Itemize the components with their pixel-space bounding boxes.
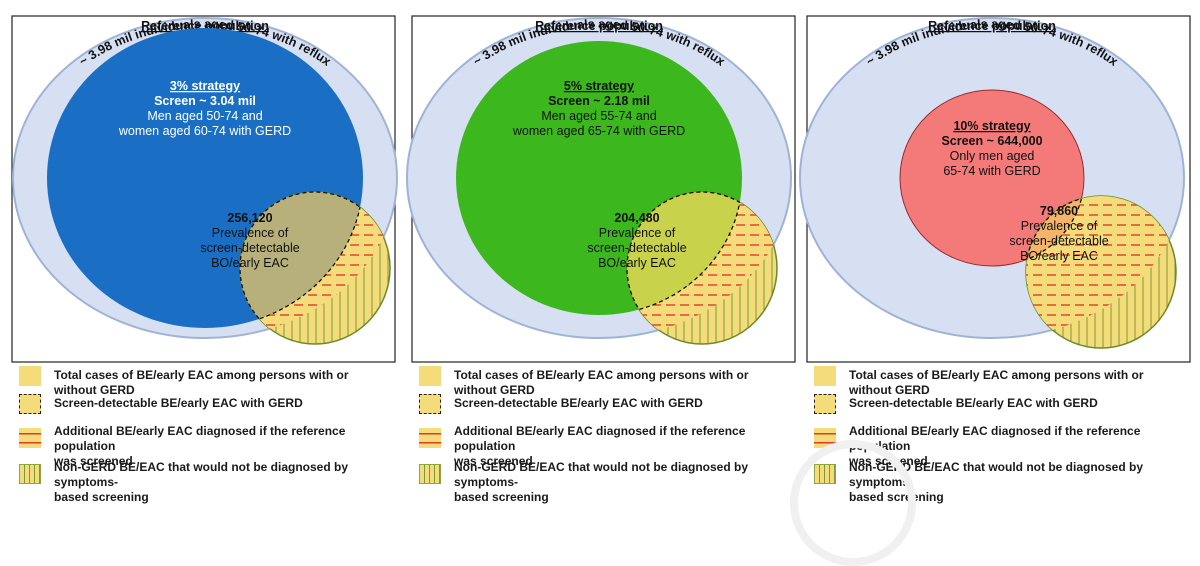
legend-total-cases: Total cases of BE/early EAC among person…	[795, 366, 1195, 398]
legend-label: Additional BE/early EAC diagnosed if the…	[54, 424, 394, 469]
reference-population-title: Reference population	[141, 19, 269, 33]
strategy-description-line-1: Only men aged	[950, 149, 1035, 163]
strategy-description-line-2: 65-74 with GERD	[943, 164, 1040, 178]
legend-non-gerd: Non-GERD BE/EAC that would not be diagno…	[795, 458, 1195, 504]
legend-additional-cases: Additional BE/early EAC diagnosed if the…	[0, 422, 400, 468]
prevalence-count: 79,860	[1040, 204, 1078, 218]
strategy-description-line-2: women aged 60-74 with GERD	[118, 124, 291, 138]
legend-label-line: Screen-detectable BE/early EAC with GERD	[454, 396, 703, 410]
strategy-description-line-1: Men aged 55-74 and	[541, 109, 656, 123]
legend-non-gerd: Non-GERD BE/EAC that would not be diagno…	[400, 458, 800, 504]
legend-label: Screen-detectable BE/early EAC with GERD	[54, 396, 394, 411]
legend-label: Additional BE/early EAC diagnosed if the…	[454, 424, 794, 469]
prevalence-label-line-1: Prevalence of	[212, 226, 289, 240]
legend-swatch	[814, 428, 836, 448]
legend-label: Non-GERD BE/EAC that would not be diagno…	[454, 460, 794, 505]
legend-swatch	[419, 366, 441, 386]
prevalence-label-line-3: BO/early EAC	[211, 256, 289, 270]
strategy-description-line-1: Men aged 50-74 and	[147, 109, 262, 123]
legend-label-line: was screened	[454, 454, 533, 468]
legend-label-line: was screened	[54, 454, 133, 468]
prevalence-label-line-1: Prevalence of	[1021, 219, 1098, 233]
legend-label-line: Additional BE/early EAC diagnosed if the…	[54, 424, 346, 453]
strategy-circle	[899, 89, 1085, 267]
legend-non-gerd: Non-GERD BE/EAC that would not be diagno…	[0, 458, 400, 504]
legend-label-line: Total cases of BE/early EAC among person…	[454, 368, 749, 397]
legend-swatch	[419, 428, 441, 448]
legend-swatch	[419, 394, 441, 414]
strategy-title: 5% strategy	[564, 79, 634, 93]
screen-count: Screen ~ 3.04 mil	[154, 94, 256, 108]
prevalence-count: 204,480	[614, 211, 659, 225]
legend-swatch	[419, 464, 441, 484]
prevalence-label-line-2: screen-detectable	[1009, 234, 1108, 248]
legend-label-line: Total cases of BE/early EAC among person…	[54, 368, 349, 397]
legend-screen-detectable: Screen-detectable BE/early EAC with GERD	[0, 394, 400, 424]
venn-panel-3: Reference population~ 3.98 mil individua…	[795, 0, 1195, 506]
venn-diagram: Reference population~ 3.98 mil individua…	[799, 15, 1191, 363]
legend-label: Total cases of BE/early EAC among person…	[849, 368, 1189, 398]
legend-label-line: Total cases of BE/early EAC among person…	[849, 368, 1144, 397]
legend-total-cases: Total cases of BE/early EAC among person…	[0, 366, 400, 398]
legend: Total cases of BE/early EAC among person…	[0, 366, 400, 504]
prevalence-label-line-1: Prevalence of	[599, 226, 676, 240]
legend-label: Total cases of BE/early EAC among person…	[454, 368, 794, 398]
legend-total-cases: Total cases of BE/early EAC among person…	[400, 366, 800, 398]
screen-count: Screen ~ 2.18 mil	[548, 94, 650, 108]
reference-population-title: Reference population	[535, 19, 663, 33]
strategy-title: 3% strategy	[170, 79, 240, 93]
legend-additional-cases: Additional BE/early EAC diagnosed if the…	[400, 422, 800, 468]
prevalence-label-line-2: screen-detectable	[587, 241, 686, 255]
legend-swatch	[19, 464, 41, 484]
legend-swatch	[19, 366, 41, 386]
legend-label-line: Additional BE/early EAC diagnosed if the…	[454, 424, 746, 453]
legend-label: Non-GERD BE/EAC that would not be diagno…	[849, 460, 1189, 505]
legend-screen-detectable: Screen-detectable BE/early EAC with GERD	[795, 394, 1195, 424]
legend: Total cases of BE/early EAC among person…	[795, 366, 1195, 504]
legend-label-line: based screening	[454, 490, 549, 504]
strategy-description-line-2: women aged 65-74 with GERD	[512, 124, 685, 138]
prevalence-label-line-3: BO/early EAC	[1020, 249, 1098, 263]
venn-panel-2: Reference population~ 3.98 mil individua…	[400, 0, 800, 506]
prevalence-label-line-2: screen-detectable	[200, 241, 299, 255]
strategy-title: 10% strategy	[953, 119, 1030, 133]
legend-screen-detectable: Screen-detectable BE/early EAC with GERD	[400, 394, 800, 424]
legend-label-line: Screen-detectable BE/early EAC with GERD	[54, 396, 303, 410]
legend-label-line: Screen-detectable BE/early EAC with GERD	[849, 396, 1098, 410]
legend-additional-cases: Additional BE/early EAC diagnosed if the…	[795, 422, 1195, 468]
screen-count: Screen ~ 644,000	[941, 134, 1042, 148]
legend: Total cases of BE/early EAC among person…	[400, 366, 800, 504]
legend-label-line: Non-GERD BE/EAC that would not be diagno…	[849, 460, 1143, 489]
legend-label: Screen-detectable BE/early EAC with GERD	[849, 396, 1189, 411]
legend-label: Screen-detectable BE/early EAC with GERD	[454, 396, 794, 411]
prevalence-count: 256,120	[227, 211, 272, 225]
legend-label-line: based screening	[849, 490, 944, 504]
legend-swatch	[19, 394, 41, 414]
legend-label-line: Non-GERD BE/EAC that would not be diagno…	[54, 460, 348, 489]
legend-label-line: Additional BE/early EAC diagnosed if the…	[849, 424, 1141, 453]
legend-label: Non-GERD BE/EAC that would not be diagno…	[54, 460, 394, 505]
prevalence-label-line-3: BO/early EAC	[598, 256, 676, 270]
venn-diagram: Reference population~ 3.98 mil individua…	[406, 15, 796, 363]
reference-population-title: Reference population	[928, 19, 1056, 33]
venn-diagram: Reference population~ 3.98 mil individua…	[11, 15, 398, 363]
legend-label-line: based screening	[54, 490, 149, 504]
venn-panel-1: Reference population~ 3.98 mil individua…	[0, 0, 400, 506]
legend-swatch	[814, 464, 836, 484]
legend-swatch	[814, 394, 836, 414]
legend-swatch	[19, 428, 41, 448]
legend-label-line: Non-GERD BE/EAC that would not be diagno…	[454, 460, 748, 489]
legend-swatch	[814, 366, 836, 386]
legend-label: Total cases of BE/early EAC among person…	[54, 368, 394, 398]
